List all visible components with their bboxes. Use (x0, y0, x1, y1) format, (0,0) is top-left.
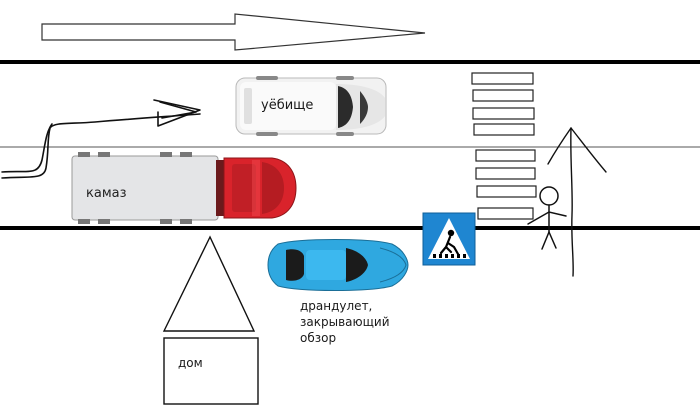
house-drawing (162, 235, 259, 405)
house-label: дом (178, 356, 203, 370)
crosswalk-stripe (473, 123, 535, 136)
house-roof (162, 235, 256, 332)
van-label: уёбище (261, 98, 314, 113)
crosswalk-stripe (475, 167, 536, 180)
house-body (163, 337, 259, 405)
pedestrian-crosswalk (471, 72, 537, 220)
truck-label: камаз (86, 186, 127, 201)
car-label: драндулет, закрывающий обзор (300, 299, 390, 345)
crosswalk-stripe (472, 89, 534, 102)
crosswalk-stripe (476, 185, 537, 198)
crosswalk-stripe (477, 207, 534, 220)
pedestrian-crossing-sign-icon (422, 212, 476, 266)
crosswalk-stripe (475, 149, 536, 162)
crosswalk-stripe (471, 72, 534, 85)
crosswalk-stripe (472, 107, 535, 120)
blue-car (267, 239, 409, 291)
stick-figure-pedestrian-icon (527, 186, 567, 250)
kamaz-truck (71, 152, 297, 224)
hand-drawn-path-arrow (1, 99, 201, 179)
white-van (235, 76, 387, 136)
tree-icon (547, 127, 607, 277)
direction-arrow-icon (41, 13, 426, 51)
